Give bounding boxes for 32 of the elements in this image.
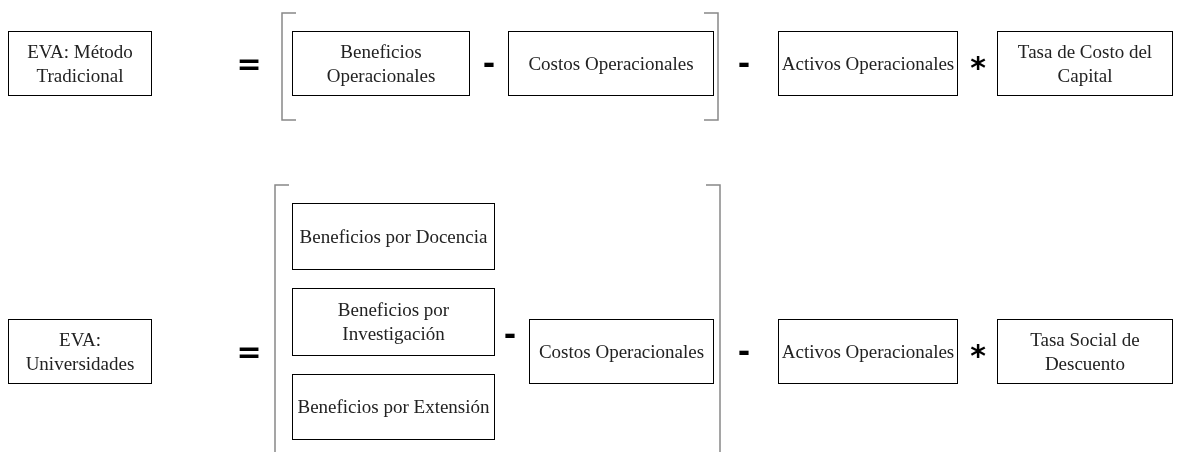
operator-symbol: - [482,49,496,79]
formula-term-box [997,31,1173,96]
operator-symbol: - [737,49,751,79]
operator-symbol: - [737,337,751,367]
term-text: EVA: Universidades [24,327,136,376]
formula-term-box [8,319,152,384]
formula-term-box [508,31,714,96]
term-text: Beneficios por Investigación [336,298,451,346]
term-text: EVA: Método Tradicional [26,39,134,88]
operator-symbol: * [970,53,986,83]
operator-symbol: = [236,337,262,367]
operator-symbol: * [970,341,986,371]
formula-term-box [292,203,495,270]
term-text: Beneficios por Docencia [299,224,488,249]
formula-term-box [778,31,958,96]
term-text: Activos Operacionales [781,339,955,364]
term-text: Beneficios Operacionales [325,39,437,88]
formula-term-box [292,31,470,96]
formula-term-box [292,288,495,356]
formula-term-box [8,31,152,96]
formula-term-box [292,374,495,440]
term-text: Costos Operacionales [538,339,705,364]
term-text: Beneficios por Extensión [297,395,490,419]
formula-term-box [529,319,714,384]
operator-symbol: - [503,320,517,350]
formula-term-box [778,319,958,384]
term-text: Tasa de Costo del Capital [1016,39,1154,88]
formula-term-box [997,319,1173,384]
term-text: Costos Operacionales [528,51,694,76]
term-text: Activos Operacionales [781,51,955,76]
term-text: Tasa Social de Descuento [1029,327,1141,376]
operator-symbol: = [236,49,262,79]
